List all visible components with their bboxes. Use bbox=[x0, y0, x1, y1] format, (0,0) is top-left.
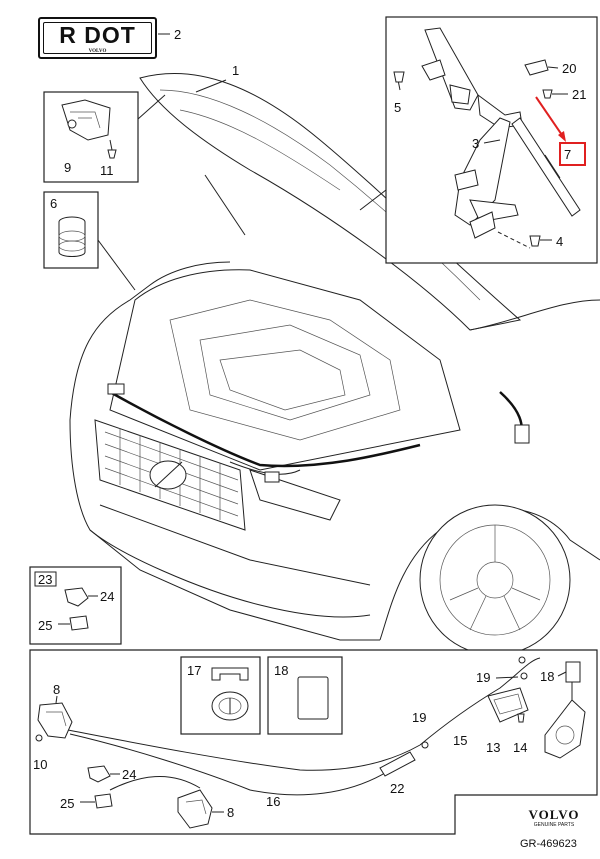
hinge-assembly-icon bbox=[421, 27, 581, 239]
inset-box-release bbox=[29, 649, 598, 835]
callout-17: 17 bbox=[187, 663, 201, 678]
callout-16: 16 bbox=[266, 794, 280, 809]
callout-20: 20 bbox=[562, 61, 576, 76]
reference-code: GR-469623 bbox=[520, 838, 577, 850]
callout-19-a: 19 bbox=[476, 670, 490, 685]
callout-7: 7 bbox=[564, 147, 571, 162]
callout-6: 6 bbox=[50, 196, 57, 211]
badge-frame bbox=[43, 22, 152, 54]
callout-25-a: 25 bbox=[38, 618, 52, 633]
callout-1: 1 bbox=[232, 63, 239, 78]
callout-23-frame bbox=[34, 571, 57, 587]
callout-5: 5 bbox=[394, 100, 401, 115]
callout-25-b: 25 bbox=[60, 796, 74, 811]
rubber-stop-icon bbox=[58, 216, 86, 257]
callout-8-a: 8 bbox=[53, 682, 60, 697]
callout-2: 2 bbox=[174, 27, 181, 42]
callout-4: 4 bbox=[556, 234, 563, 249]
callout-24-b: 24 bbox=[122, 767, 136, 782]
highlight-box bbox=[559, 142, 586, 166]
brand-wordmark: VOLVO bbox=[528, 807, 580, 822]
callout-10: 10 bbox=[33, 757, 47, 772]
callout-11: 11 bbox=[100, 163, 114, 178]
callout-13: 13 bbox=[486, 740, 500, 755]
badge-text: R DOT bbox=[59, 22, 136, 48]
callout-18-a: 18 bbox=[274, 663, 288, 678]
car-illustration bbox=[69, 73, 600, 656]
callout-22: 22 bbox=[390, 781, 404, 796]
callout-15: 15 bbox=[453, 733, 467, 748]
callout-23: 23 bbox=[38, 572, 52, 587]
callout-9: 9 bbox=[64, 160, 71, 175]
clip-part-icon bbox=[61, 99, 111, 141]
highlight-arrow bbox=[535, 96, 565, 139]
brand-subtitle: GENUINE PARTS bbox=[533, 822, 575, 828]
callout-21: 21 bbox=[572, 87, 586, 102]
callout-18-b: 18 bbox=[540, 669, 554, 684]
callout-8-b: 8 bbox=[227, 805, 234, 820]
callout-19-b: 19 bbox=[412, 710, 426, 725]
callout-14: 14 bbox=[513, 740, 527, 755]
badge-sub: VOLVO bbox=[88, 49, 107, 54]
callout-24-a: 24 bbox=[100, 589, 114, 604]
callout-3: 3 bbox=[472, 136, 479, 151]
brand-logo: VOLVO GENUINE PARTS bbox=[512, 808, 596, 828]
r-dot-badge: R DOT VOLVO bbox=[38, 17, 157, 59]
